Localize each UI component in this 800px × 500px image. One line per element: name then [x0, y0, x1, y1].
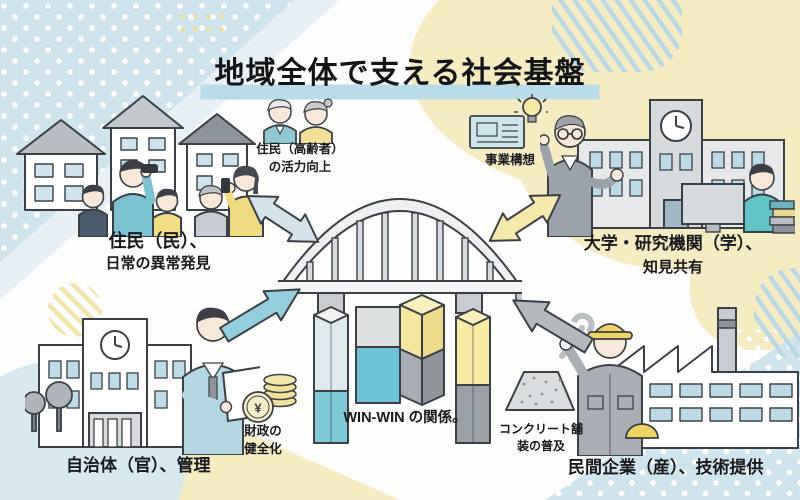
- yen-symbol: ¥: [254, 401, 262, 416]
- fiscal-callout-line2: 健全化: [244, 441, 282, 456]
- resident-man-binoculars: [112, 160, 158, 237]
- bridge-arch: [281, 198, 519, 284]
- page-title: 地域全体で支える社会基盤: [200, 46, 600, 102]
- foundation-column-right: [455, 308, 491, 444]
- blueprint-icon: [469, 115, 525, 149]
- vitality-callout-line2: の活力向上: [268, 159, 332, 174]
- fiscal-callout: 財政の 健全化: [231, 423, 295, 458]
- academia-label-line2: 知見共有: [642, 259, 703, 276]
- factory-building-icon: [609, 307, 799, 449]
- books-stack-icon: [769, 200, 795, 234]
- helmet-icon: [625, 423, 659, 439]
- resident-girl: [78, 184, 108, 237]
- win-win-label: WIN-WIN の関係。: [343, 410, 467, 426]
- tree-icon: [25, 381, 73, 432]
- concrete-pavement-icon: [505, 371, 575, 411]
- background-yellow-dots: [176, 10, 228, 40]
- residents-label-line2: 日常の異常発見: [105, 255, 211, 272]
- blueprint-bulb-icon: [469, 94, 548, 149]
- academia-label-line1: 大学・研究機関（学）、: [583, 234, 763, 253]
- business-concept-callout: 事業構想: [484, 153, 535, 167]
- residents-scene-illustration: [16, 95, 264, 237]
- government-label: 自治体（官）、管理: [66, 456, 211, 475]
- pavement-callout-line1: コンクリート舗: [498, 422, 583, 436]
- government-scene-illustration: [25, 307, 260, 455]
- yen-coins-icon: ¥: [242, 373, 297, 423]
- resident-boy: [152, 188, 182, 237]
- bridge-deck: [278, 280, 522, 303]
- house-icon: [16, 119, 106, 211]
- pavement-callout-line2: 装の普及: [516, 438, 565, 453]
- fiscal-callout-line1: 財政の: [244, 424, 282, 438]
- vitality-callout-line1: 住民（高齢者）: [256, 142, 344, 156]
- bridge-illustration: [278, 198, 522, 444]
- elderly-couple-icon: [263, 98, 333, 144]
- student-at-computer: [681, 163, 795, 234]
- foundation-column-left: [313, 306, 349, 444]
- vitality-callout: 住民（高齢者） の活力向上: [243, 141, 357, 176]
- residents-label-line1: 住民（民）、: [108, 231, 208, 251]
- foundation-blocks-center: [355, 294, 445, 406]
- pavement-callout: コンクリート舗 装の普及: [494, 421, 588, 455]
- academia-scene-illustration: [540, 99, 795, 237]
- industry-label: 民間企業（産）、技術提供: [568, 458, 764, 477]
- lightbulb-icon: [514, 94, 548, 123]
- industry-scene-illustration: [559, 307, 799, 456]
